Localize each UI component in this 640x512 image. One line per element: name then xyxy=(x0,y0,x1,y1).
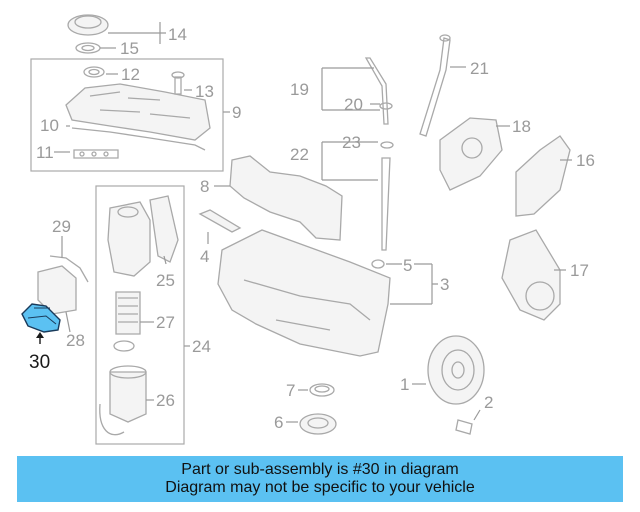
callout-2: 2 xyxy=(484,393,493,412)
callout-25: 25 xyxy=(156,271,175,290)
dipstick-part xyxy=(364,34,451,137)
callout-7: 7 xyxy=(286,381,295,400)
callout-15: 15 xyxy=(120,39,139,58)
callout-3: 3 xyxy=(440,275,449,294)
engine-mount-part xyxy=(37,255,89,315)
highlighted-part-30[interactable] xyxy=(21,303,61,333)
valve-cover-part xyxy=(65,66,211,159)
callout-20: 20 xyxy=(344,95,363,114)
callout-9: 9 xyxy=(232,103,241,122)
callout-23: 23 xyxy=(342,133,361,152)
callout-4: 4 xyxy=(200,247,209,266)
banner-line-1: Part or sub-assembly is #30 in diagram xyxy=(181,461,459,478)
oil-filter-housing-part xyxy=(99,195,179,436)
crank-pulley-part xyxy=(427,335,485,435)
oil-filter-group-box xyxy=(95,185,185,445)
callout-26: 26 xyxy=(156,391,175,410)
callout-29: 29 xyxy=(52,217,71,236)
callout-10: 10 xyxy=(40,116,59,135)
oil-pan-part xyxy=(217,229,391,357)
callout-21: 21 xyxy=(470,59,489,78)
timing-cover-part xyxy=(439,117,571,321)
callout-11: 11 xyxy=(36,143,54,162)
parts-diagram: 14 15 12 13 10 11 9 19 20 21 22 2 xyxy=(21,14,595,445)
callout-24: 24 xyxy=(192,337,211,356)
callout-5: 5 xyxy=(403,256,412,275)
callout-22: 22 xyxy=(290,145,309,164)
callout-13: 13 xyxy=(195,82,214,101)
dipstick-tube-part xyxy=(380,141,394,251)
oil-filler-cap-part xyxy=(67,14,109,54)
callout-6: 6 xyxy=(274,413,283,432)
valve-cover-group-box xyxy=(30,58,224,172)
callout-27: 27 xyxy=(156,313,175,332)
seal-part xyxy=(299,383,337,435)
callout-17: 17 xyxy=(570,261,589,280)
callout-19: 19 xyxy=(290,80,309,99)
callout-16: 16 xyxy=(576,151,595,170)
callout-1: 1 xyxy=(400,375,409,394)
callout-28: 28 xyxy=(66,331,85,350)
callout-12: 12 xyxy=(121,65,140,84)
callout-18: 18 xyxy=(512,117,531,136)
callout-8: 8 xyxy=(200,177,209,196)
baffle-part xyxy=(198,155,343,241)
banner-line-2: Diagram may not be specific to your vehi… xyxy=(165,479,475,496)
pointer-arrowhead-30 xyxy=(36,332,44,338)
callout-14: 14 xyxy=(168,25,187,44)
info-banner: Part or sub-assembly is #30 in diagram D… xyxy=(17,456,623,502)
callout-30: 30 xyxy=(29,352,50,373)
